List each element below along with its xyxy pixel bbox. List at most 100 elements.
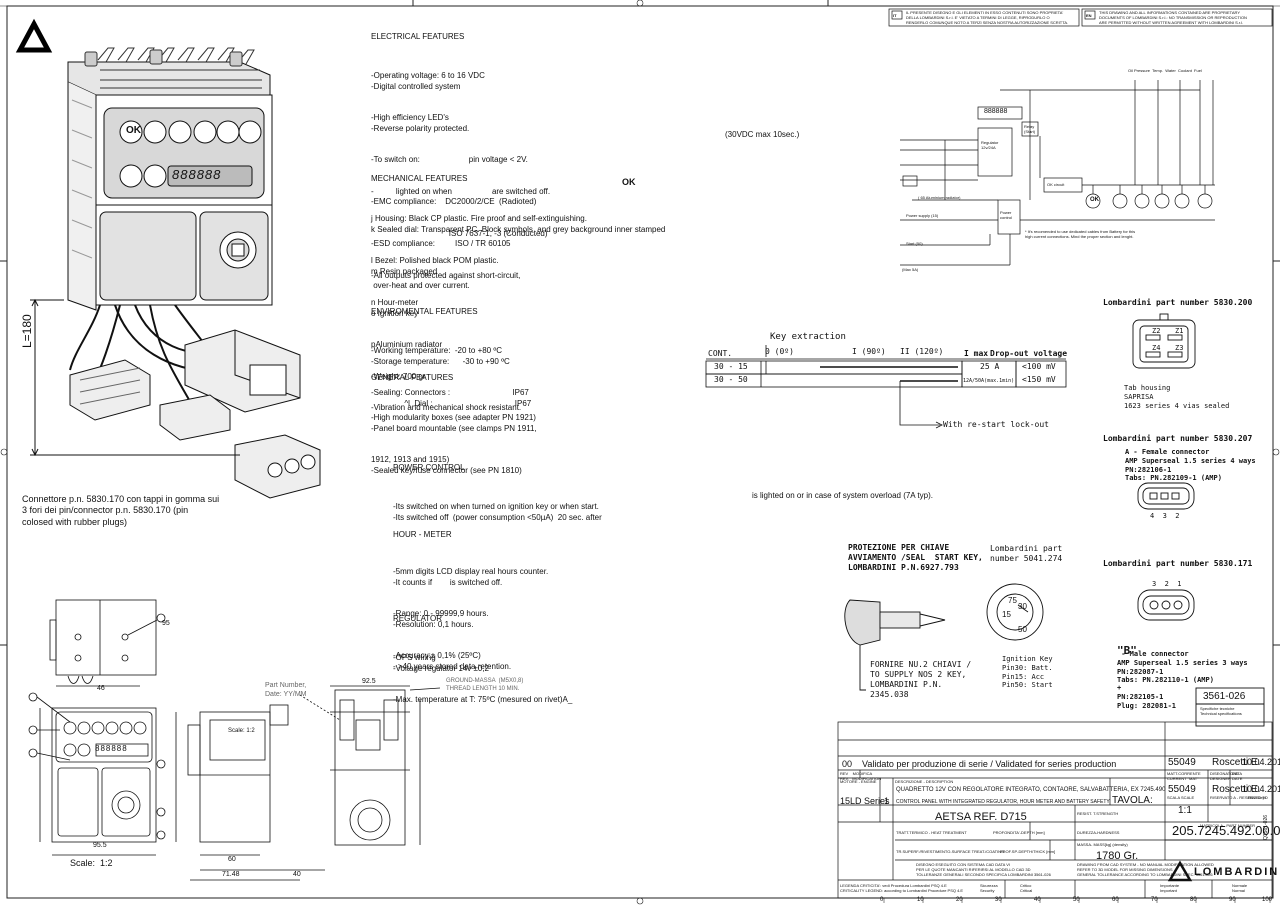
pin-15: 15	[1002, 610, 1011, 619]
general-title: GENERAL FEATURES	[371, 373, 454, 382]
ground-note: GROUND-MASSA (M5X0,8) THREAD LENGTH 10 M…	[446, 678, 524, 692]
key-row1-cont: 30 - 15	[714, 362, 748, 371]
tb-hdr4: DATA DATE	[1232, 771, 1243, 781]
pin-50: 50	[1018, 625, 1027, 634]
tb-desc-hdr: DESCRIZIONE - DESCRIPTION	[895, 779, 954, 784]
part-5830-171-pins: 3 2 1	[1152, 580, 1182, 588]
key-row2-cont: 30 - 50	[714, 375, 748, 384]
key-row1-imax: 25 A	[980, 362, 1000, 371]
schematic-top-labels: Oil Pressure Temp. Water Coolant Fuel	[1128, 68, 1202, 73]
tb-desc-it: QUADRETTO 12V CON REGOLATORE INTEGRATO, …	[896, 787, 1166, 793]
tb-logo: LOMBARDINI	[1194, 866, 1280, 878]
part-number-note: Part Number, Date: YY/MM	[265, 682, 307, 698]
general-lines: -High modularity boxes (see adapter PN 1…	[371, 413, 537, 475]
tb-prof: PROFONDITA'-DEPTH [mm]	[993, 830, 1045, 835]
vdc-note: (30VDC max 10sec.)	[725, 130, 800, 139]
key-header-ii: II (120º)	[900, 347, 944, 356]
key-row1-drop: <100 mV	[1022, 362, 1056, 371]
ruler-0: 0	[880, 897, 884, 903]
protection-part: Lombardini part number 5041.274	[990, 544, 1063, 563]
ruler-80: 80	[1190, 897, 1197, 903]
tb-rev-text: Validato per produzione di serie / Valid…	[862, 759, 1117, 769]
environmental-lines: -Working temperature: -20 to +80 ºC-Stor…	[371, 346, 532, 408]
mechanical-title: MECHANICAL FEATURES	[371, 174, 468, 183]
tb-hdr3: DISEGNATORE DESIGNER	[1210, 771, 1239, 781]
tb-surface: TR.SUPERF./RIVESTIMENTO-SURFACE TREAT./C…	[896, 849, 1005, 854]
ignition-pins: Ignition Key Pin30: Batt. Pin15: Acc Pin…	[1002, 655, 1053, 690]
tb-matricola-hdr: MATRICOLA - PART NUMBER	[1200, 823, 1256, 828]
tb-series-n: 1	[884, 796, 890, 806]
ruler-30: 30	[995, 897, 1002, 903]
tb-part-number: 205.7245.492.00.0	[1172, 823, 1280, 838]
tb-critico: Critico Critical	[1020, 883, 1033, 893]
header-it-tag: IT	[893, 13, 897, 18]
tb-tavola: TAVOLA:	[1112, 795, 1153, 806]
header-it-note: IL PRESENTE DISEGNO E GLI ELEMENTI IN ES…	[906, 10, 1069, 25]
part-5830-207-title: Lombardini part number 5830.207	[1103, 434, 1253, 443]
tb-aetsa: AETSA REF. D715	[935, 811, 1027, 823]
ruler-20: 20	[956, 897, 963, 903]
hour-meter-lines: -5mm digits LCD display real hours count…	[393, 567, 549, 671]
dim-40: 40	[293, 871, 301, 878]
pin-30: 30	[1018, 602, 1027, 611]
schematic-display: 888888	[984, 108, 1008, 115]
key-header-0: 0 (0º)	[765, 347, 794, 356]
pin-z1: Z1	[1175, 327, 1184, 335]
tb-normale: Normale Normal	[1232, 883, 1248, 893]
scale-label: Scale: 1:2	[70, 858, 113, 868]
electrical-title: ELECTRICAL FEATURES	[371, 32, 465, 41]
doc-sub: Specifiche tecniche Technical specificat…	[1200, 706, 1242, 716]
dim-60: 60	[228, 856, 236, 863]
protection-supply: FORNIRE NU.2 CHIAVI / TO SUPPLY NOS 2 KE…	[870, 660, 972, 699]
ruler-50: 50	[1073, 897, 1080, 903]
panel-ok-label: OK	[126, 125, 141, 136]
tb-mass-val: 1780 Gr.	[1096, 850, 1139, 862]
tb-hdr2: MATT.CORRENTE CURRENT "MAT"	[1167, 771, 1201, 781]
b-connector-note: - Male connector AMP Superseal 1.5 serie…	[1117, 650, 1248, 685]
dim-width: 95.5	[93, 842, 107, 849]
tb-scala: SCALA SCALE	[1167, 795, 1195, 800]
key-header-i: I (90º)	[852, 347, 886, 356]
part-5830-207-pins: 4 3 2	[1150, 512, 1180, 520]
doc-code: 3561-026	[1203, 691, 1246, 702]
ruler-60: 60	[1112, 897, 1119, 903]
ruler-90: 90	[1229, 897, 1236, 903]
tb-date2: 10.04.2012	[1242, 784, 1280, 794]
schematic-aluminium: ( 65 Aluminium radiator)	[918, 195, 961, 200]
tb-code2: 55049	[1168, 784, 1196, 795]
power-control-tail: is lighted on or in case of system overl…	[752, 491, 933, 500]
environmental-title: ENVIROMENTAL FEATURES	[371, 307, 478, 316]
schematic-power: Power control	[1000, 210, 1013, 220]
dim-46: 46	[97, 685, 105, 692]
schematic-supply: Power supply (15)	[906, 213, 939, 218]
ruler-40: 40	[1034, 897, 1041, 903]
tb-rev: 00	[842, 759, 853, 769]
key-table-note: With re-start lock-out	[943, 420, 1049, 429]
protection-title: PROTEZIONE PER CHIAVE AVVIAMENTO /SEAL S…	[848, 543, 983, 572]
tb-heat: TRATT.TERMICO - HEAT TREATMENT	[896, 830, 967, 835]
tb-sicurezza: Sicurezza Security	[980, 883, 998, 893]
header-en-tag: EN	[1086, 13, 1092, 18]
key-header-cont: CONT.	[708, 349, 733, 358]
schematic-relay: Relay (Start)	[1024, 124, 1036, 134]
schematic-start: Start (50)	[906, 241, 923, 246]
schematic-note: * It's recomended to use dedicated cable…	[1025, 229, 1136, 239]
front-view-display: 888888	[95, 744, 128, 753]
tb-hdr1: REV MODIFICA REV. MODIFICATION	[840, 771, 882, 781]
tb-side-code: Q3561-026	[1263, 814, 1269, 840]
tb-designer1: Roscetti E.	[1212, 757, 1261, 768]
tb-designer2: Roscetti E.	[1212, 784, 1261, 795]
dim-925: 92.5	[362, 678, 376, 685]
dim-7148: 71.48	[222, 871, 240, 878]
tb-riserv: RISERVATO A - RESERVED TO	[1210, 795, 1268, 800]
hour-meter-title: HOUR - METER	[393, 530, 452, 539]
tb-legenda: LEGENDA CRITICITA': vedi Procedura Lomba…	[840, 883, 964, 893]
pin-75: 75	[1008, 596, 1017, 605]
schematic-bat: (Max 5A)	[902, 267, 919, 272]
l180-dimension: L=180	[20, 314, 34, 348]
b-connector-label: "B"	[1117, 644, 1137, 657]
connector-note: Connettore p.n. 5830.170 con tappi in go…	[22, 494, 220, 527]
tb-series: 15LD Series	[840, 796, 890, 806]
